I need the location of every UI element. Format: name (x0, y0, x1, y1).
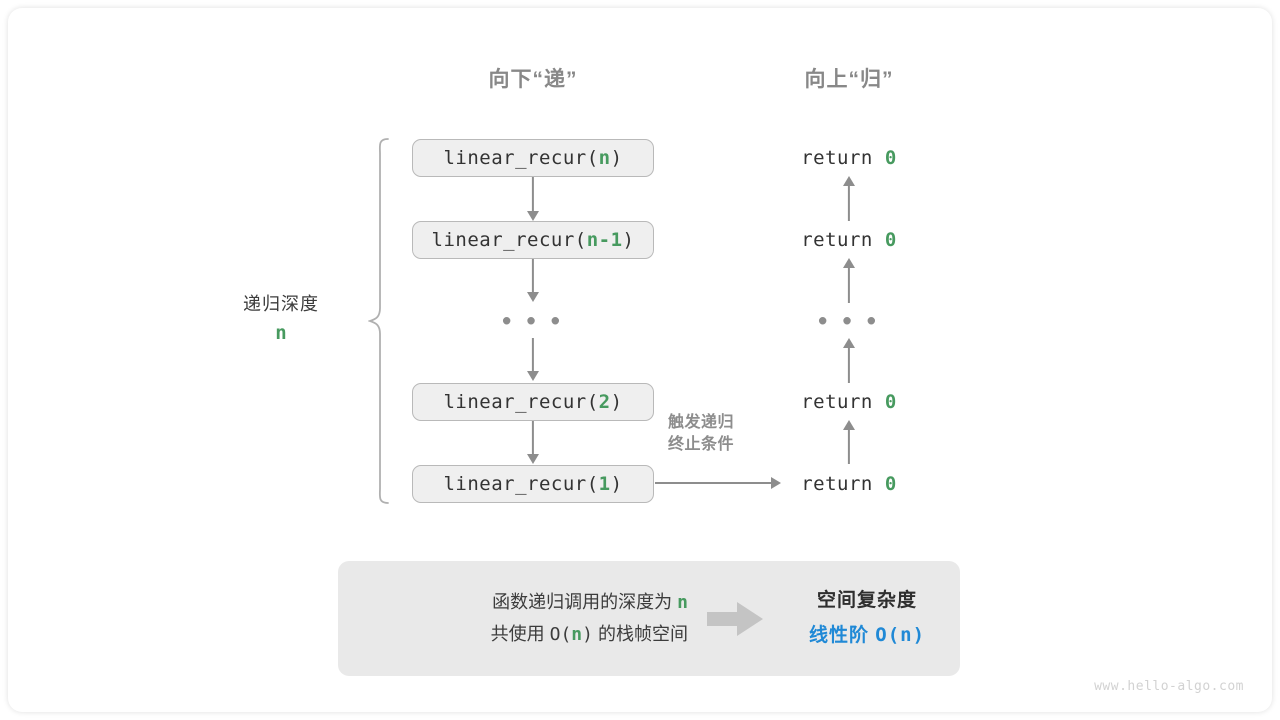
return-connector-arrow-2 (843, 258, 855, 268)
call-box-suffix: ) (610, 391, 623, 413)
header-return-up: 向上“归” (804, 68, 894, 91)
summary-line2-post: 的栈帧空间 (592, 623, 688, 644)
return-connector-arrow-4 (843, 420, 855, 430)
summary-line2-close: ) (582, 623, 593, 645)
summary-line2-open: O( (549, 623, 572, 645)
return-keyword: return (801, 473, 885, 495)
ellipsis-left: • • • (502, 305, 564, 336)
summary-line-2: 共使用 O(n) 的栈帧空间 (338, 619, 688, 651)
return-value: 0 (884, 147, 897, 169)
return-label-third: return 0 (801, 391, 897, 413)
connector-arrow-4 (527, 454, 539, 464)
call-box-n: linear_recur(n) (412, 139, 654, 177)
return-keyword: return (801, 391, 885, 413)
return-value: 0 (884, 229, 897, 251)
complexity-name: 线性阶 (808, 625, 876, 646)
recursion-depth-brace (368, 138, 389, 504)
return-connector-line-2 (847, 268, 851, 303)
header-recurse-down: 向下“递” (488, 68, 578, 91)
summary-line2-var: n (571, 623, 583, 645)
call-box-suffix: ) (622, 229, 635, 251)
call-box-2: linear_recur(2) (412, 383, 654, 421)
summary-line1-text: 函数递归调用的深度为 (492, 592, 678, 612)
space-complexity-title: 空间复杂度 (816, 589, 917, 611)
summary-line1-var: n (677, 592, 688, 613)
return-connector-arrow-1 (843, 176, 855, 186)
return-keyword: return (801, 147, 885, 169)
connector-arrow-2 (527, 292, 539, 302)
return-connector-line-4 (847, 430, 851, 464)
base-case-line (655, 482, 771, 485)
connector-line-3 (531, 338, 535, 372)
summary-line-1: 函数递归调用的深度为 n (338, 587, 688, 619)
call-box-suffix: ) (610, 147, 623, 169)
recursion-depth-title: 递归深度 (243, 294, 319, 314)
space-complexity-value: 线性阶 O(n) (774, 620, 960, 651)
call-box-n-minus-1: linear_recur(n-1) (412, 221, 654, 259)
return-connector-arrow-3 (843, 338, 855, 348)
trigger-note: 触发递归 终止条件 (668, 412, 734, 455)
return-label-second: return 0 (801, 229, 897, 251)
summary-panel: 函数递归调用的深度为 n 共使用 O(n) 的栈帧空间 空间复杂度 线性阶 O(… (338, 561, 960, 676)
call-box-arg: n-1 (586, 229, 623, 251)
trigger-note-line1: 触发递归 (668, 414, 735, 431)
call-box-arg: n (598, 147, 611, 169)
summary-conclusion: 空间复杂度 线性阶 O(n) (774, 586, 960, 652)
return-value: 0 (884, 473, 897, 495)
call-box-arg: 1 (598, 473, 611, 495)
return-label-base: return 0 (801, 473, 897, 495)
diagram-card: 向下“递” 向上“归” 递归深度 n linear_recur(n) linea… (8, 8, 1272, 712)
return-connector-line-1 (847, 186, 851, 221)
base-case-arrow (771, 477, 781, 489)
connector-arrow-1 (527, 211, 539, 221)
connector-line-2 (531, 259, 535, 293)
complexity-notation: O(n) (875, 624, 926, 646)
connector-line-4 (531, 421, 535, 455)
connector-line-1 (531, 177, 535, 212)
return-value: 0 (884, 391, 897, 413)
block-arrow-right-icon (707, 601, 763, 636)
watermark: www.hello-algo.com (1094, 679, 1244, 694)
call-box-1: linear_recur(1) (412, 465, 654, 503)
call-box-prefix: linear_recur( (443, 391, 599, 413)
connector-arrow-3 (527, 371, 539, 381)
summary-description: 函数递归调用的深度为 n 共使用 O(n) 的栈帧空间 (338, 587, 696, 650)
call-box-suffix: ) (610, 473, 623, 495)
summary-line2-text: 共使用 (490, 623, 550, 644)
return-label-top: return 0 (801, 147, 897, 169)
return-keyword: return (801, 229, 885, 251)
call-box-arg: 2 (598, 391, 611, 413)
call-box-prefix: linear_recur( (443, 147, 599, 169)
recursion-depth-label: 递归深度 n (243, 290, 319, 344)
trigger-note-line2: 终止条件 (668, 435, 735, 453)
return-connector-line-3 (847, 348, 851, 383)
recursion-depth-value: n (275, 322, 287, 344)
call-box-prefix: linear_recur( (443, 473, 599, 495)
call-box-prefix: linear_recur( (431, 229, 587, 251)
summary-arrow-wrap (696, 601, 774, 636)
ellipsis-right: • • • (818, 305, 880, 336)
